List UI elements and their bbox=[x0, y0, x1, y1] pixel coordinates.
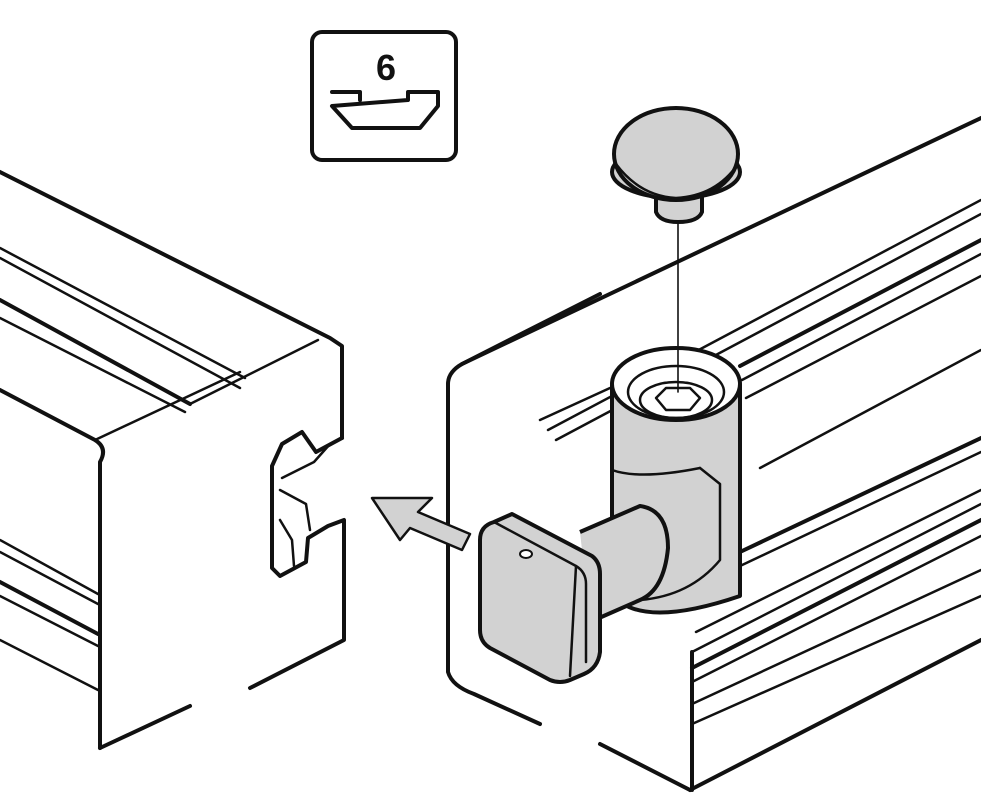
connector-head-hole bbox=[519, 549, 533, 559]
cap-stem bbox=[654, 194, 704, 224]
insertion-arrow-icon bbox=[370, 496, 472, 552]
profile-slot-icon bbox=[330, 90, 440, 130]
cover-cap-icon bbox=[610, 106, 742, 224]
right-profile-end-side bbox=[446, 382, 542, 726]
profile-size-badge: 6 bbox=[310, 30, 458, 162]
left-profile bbox=[0, 170, 346, 750]
profile-size-number: 6 bbox=[376, 47, 396, 88]
right-profile-top-edge bbox=[460, 116, 981, 366]
right-profile bbox=[446, 116, 981, 792]
cap-dome bbox=[612, 106, 740, 202]
left-profile-t-slot bbox=[248, 430, 346, 690]
badge-frame bbox=[310, 30, 458, 162]
connector-cylinder-top bbox=[610, 346, 742, 422]
connector-icon bbox=[478, 346, 742, 684]
hex-socket bbox=[654, 386, 702, 412]
left-profile-top-edge bbox=[0, 170, 344, 440]
